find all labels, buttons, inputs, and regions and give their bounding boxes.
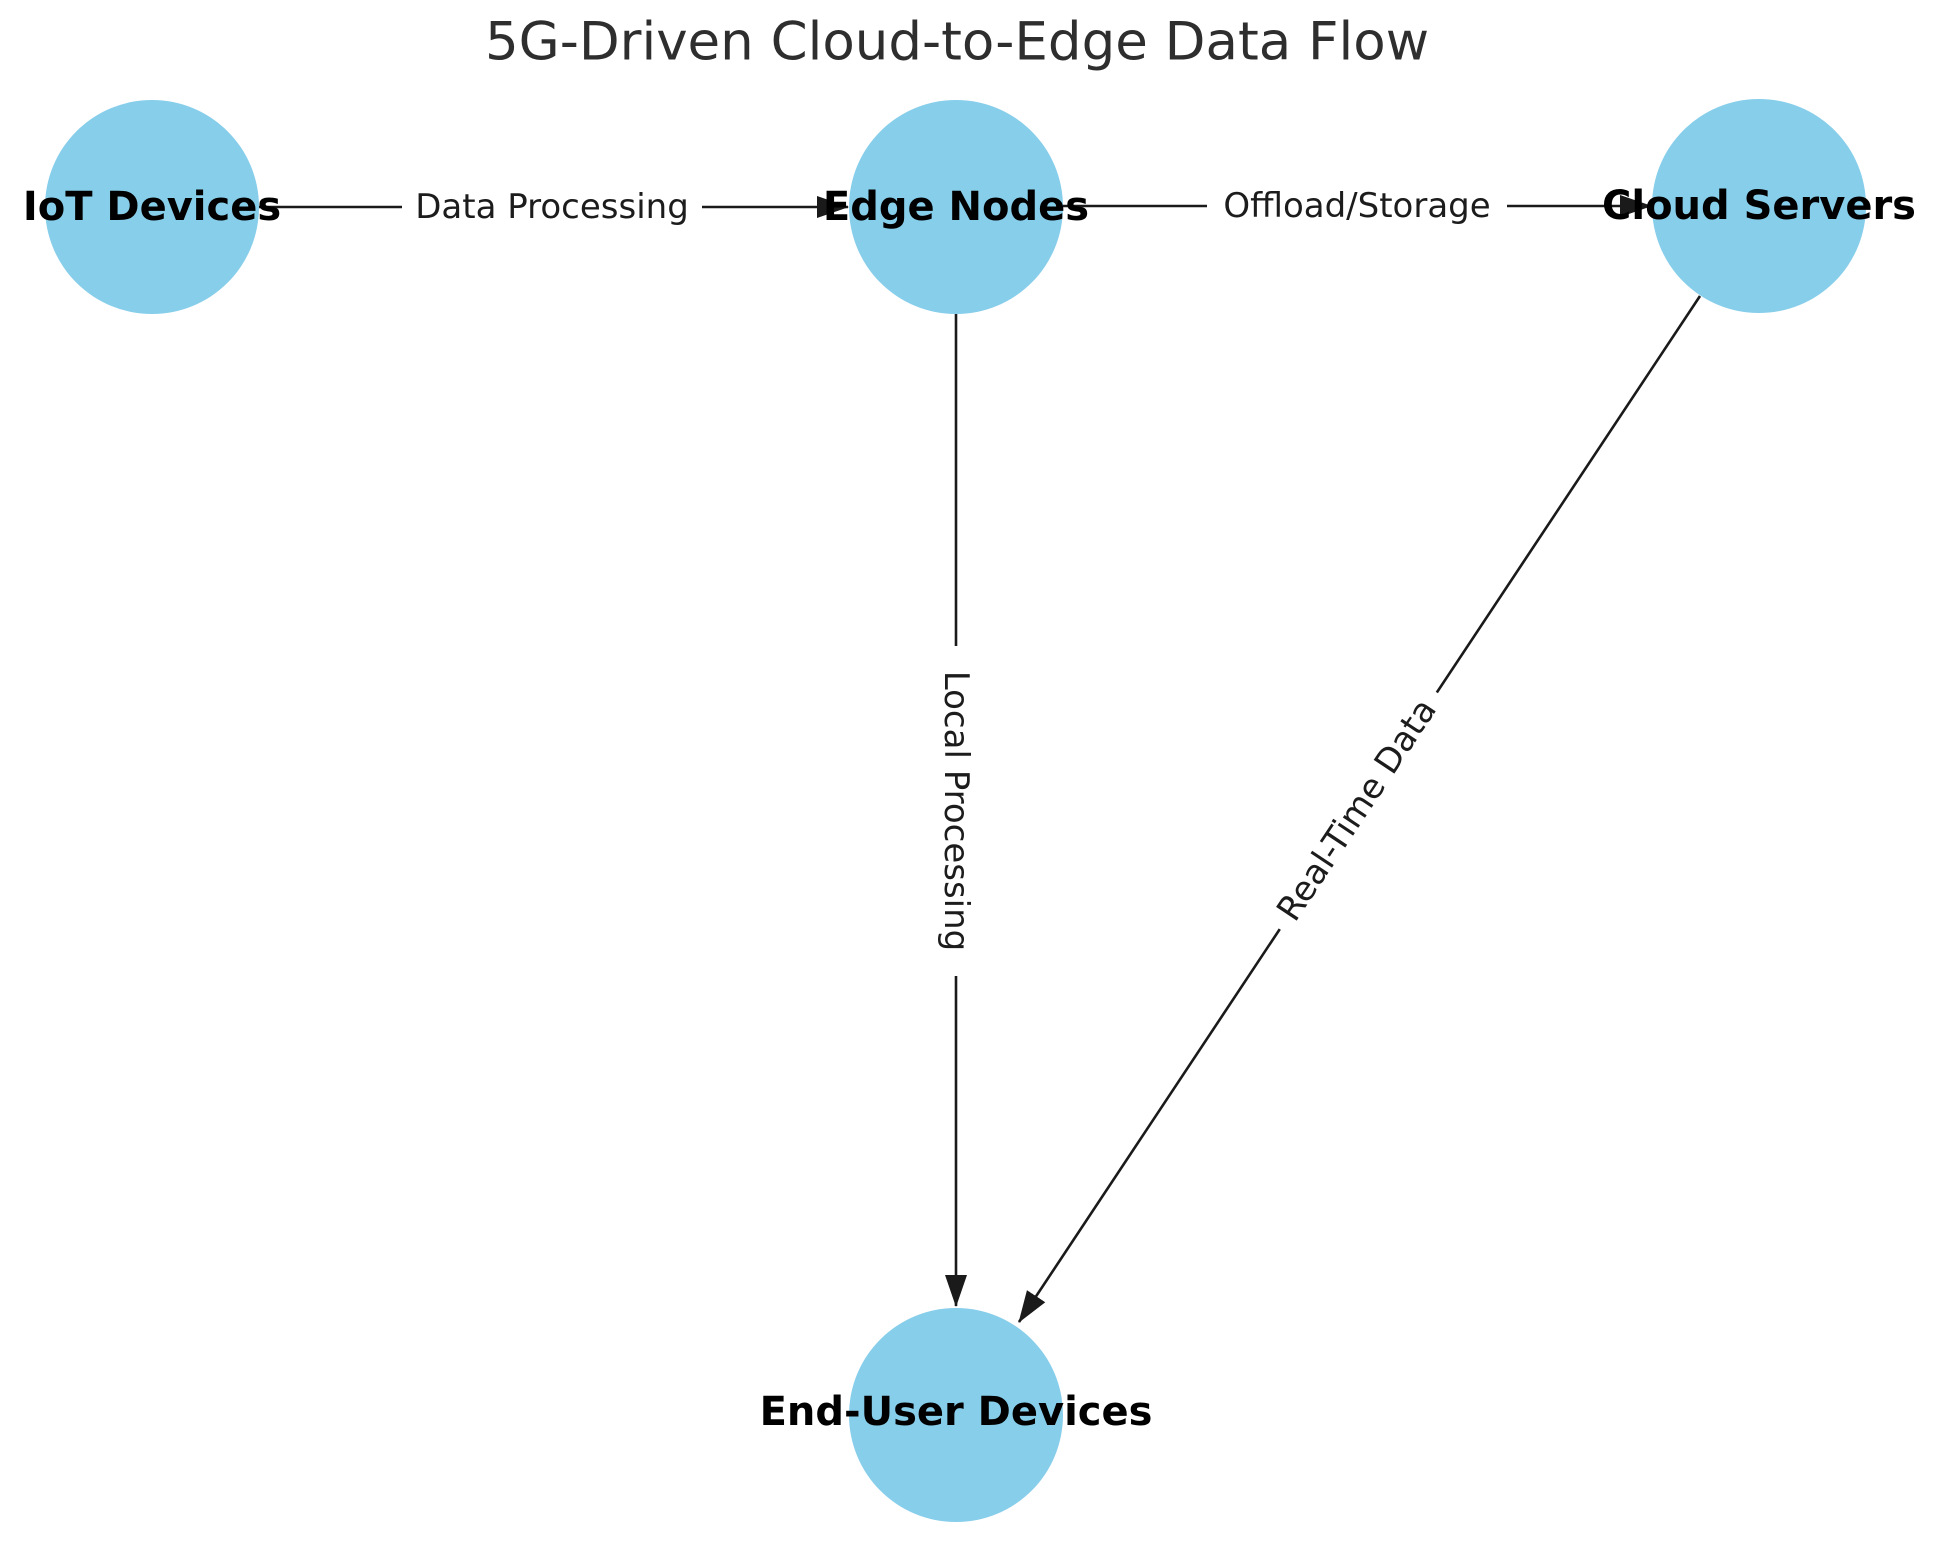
edge-label-local-processing: Local Processing [936, 671, 976, 951]
node-label-iot-devices: IoT Devices [23, 184, 281, 230]
figure-title: 5G-Driven Cloud-to-Edge Data Flow [485, 12, 1429, 73]
node-circle-edge-nodes [849, 100, 1063, 314]
edge-label-box [402, 181, 702, 233]
edge-label-group-real-time-data: Real-Time Data [1259, 680, 1455, 940]
node-label-cloud-servers: Cloud Servers [1602, 183, 1916, 229]
node-label-end-user-devices: End-User Devices [760, 1389, 1153, 1435]
edge-label-real-time-data: Real-Time Data [1269, 692, 1445, 929]
node-circle-iot-devices [45, 100, 259, 314]
node-label-edge-nodes: Edge Nodes [823, 184, 1089, 230]
edge-label-group-offload-storage: Offload/Storage [1207, 180, 1507, 232]
edge-label-box [1259, 680, 1455, 940]
edge-label-group-data-processing: Data Processing [402, 181, 702, 233]
edge-label-box [1207, 180, 1507, 232]
edge-label-offload-storage: Offload/Storage [1223, 186, 1490, 226]
edge-label-box [930, 646, 982, 976]
node-circle-cloud-servers [1652, 99, 1866, 313]
node-circle-end-user-devices [849, 1308, 1063, 1522]
edge-label-data-processing: Data Processing [415, 187, 689, 227]
edge-label-group-local-processing: Local Processing [930, 646, 982, 976]
